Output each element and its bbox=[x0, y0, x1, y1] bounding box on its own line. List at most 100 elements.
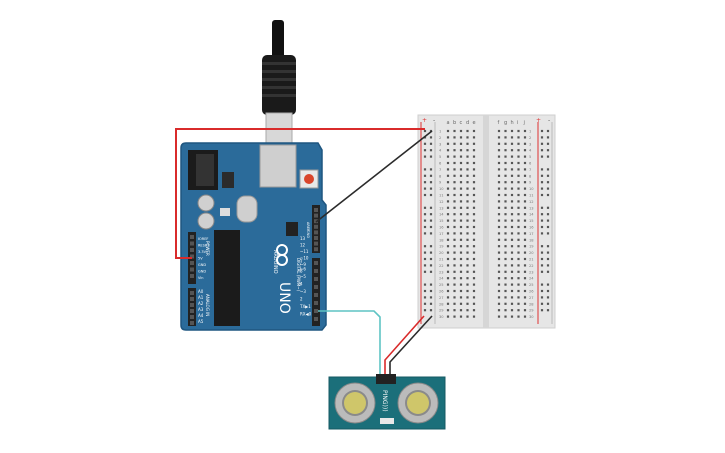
digital-header-pin[interactable] bbox=[314, 277, 318, 281]
breadboard-rail-hole[interactable] bbox=[429, 257, 433, 261]
breadboard-hole[interactable] bbox=[504, 142, 507, 145]
breadboard-hole[interactable] bbox=[510, 309, 514, 312]
breadboard-rail-hole[interactable] bbox=[546, 309, 550, 312]
digital-header-pin[interactable] bbox=[314, 317, 318, 321]
breadboard-hole[interactable] bbox=[472, 193, 476, 197]
reset-button[interactable] bbox=[304, 174, 314, 184]
digital-header-pin[interactable] bbox=[314, 241, 318, 246]
breadboard-hole[interactable] bbox=[510, 181, 514, 184]
breadboard-hole[interactable] bbox=[497, 136, 501, 139]
breadboard-hole[interactable] bbox=[510, 200, 514, 203]
breadboard-rail-hole[interactable] bbox=[429, 245, 433, 248]
breadboard-rail-hole[interactable] bbox=[429, 289, 433, 293]
breadboard-hole[interactable] bbox=[459, 149, 463, 152]
breadboard-rail-hole[interactable] bbox=[429, 193, 433, 197]
breadboard-rail-hole[interactable] bbox=[423, 187, 427, 190]
breadboard-rail-hole[interactable] bbox=[423, 270, 427, 273]
breadboard-hole[interactable] bbox=[459, 168, 463, 171]
breadboard-hole[interactable] bbox=[453, 232, 456, 235]
breadboard-hole[interactable] bbox=[472, 174, 476, 177]
breadboard-hole[interactable] bbox=[523, 213, 527, 216]
breadboard-hole[interactable] bbox=[459, 257, 463, 261]
breadboard-rail-hole[interactable] bbox=[423, 245, 427, 248]
breadboard-hole[interactable] bbox=[446, 264, 450, 267]
breadboard-hole[interactable] bbox=[523, 200, 527, 203]
digital-header-pin[interactable] bbox=[314, 309, 318, 313]
breadboard-hole[interactable] bbox=[466, 277, 469, 280]
wire-gnd-to-rail[interactable] bbox=[315, 130, 433, 223]
breadboard-hole[interactable] bbox=[497, 283, 501, 286]
breadboard-hole[interactable] bbox=[453, 302, 456, 305]
breadboard-hole[interactable] bbox=[459, 200, 463, 203]
breadboard-hole[interactable] bbox=[504, 200, 507, 203]
breadboard-hole[interactable] bbox=[466, 129, 469, 133]
digital-header-pin[interactable] bbox=[314, 208, 318, 212]
breadboard-hole[interactable] bbox=[510, 129, 514, 133]
power-header-pin[interactable] bbox=[190, 241, 194, 246]
breadboard-hole[interactable] bbox=[504, 270, 507, 273]
breadboard-hole[interactable] bbox=[453, 283, 456, 286]
breadboard-hole[interactable] bbox=[446, 161, 450, 165]
breadboard-rail-hole[interactable] bbox=[540, 225, 544, 229]
breadboard-hole[interactable] bbox=[453, 181, 456, 184]
breadboard-hole[interactable] bbox=[497, 296, 501, 299]
breadboard-hole[interactable] bbox=[446, 129, 450, 133]
breadboard-hole[interactable] bbox=[459, 302, 463, 305]
breadboard-rail-hole[interactable] bbox=[546, 296, 550, 299]
analog-header-pin[interactable] bbox=[190, 297, 194, 301]
breadboard-hole[interactable] bbox=[517, 257, 520, 261]
breadboard-hole[interactable] bbox=[497, 238, 501, 241]
breadboard-rail-hole[interactable] bbox=[540, 174, 544, 177]
breadboard-hole[interactable] bbox=[510, 238, 514, 241]
breadboard-hole[interactable] bbox=[497, 302, 501, 305]
breadboard-rail-hole[interactable] bbox=[540, 257, 544, 261]
breadboard-hole[interactable] bbox=[453, 270, 456, 273]
breadboard-hole[interactable] bbox=[459, 129, 463, 133]
breadboard-hole[interactable] bbox=[497, 264, 501, 267]
breadboard-hole[interactable] bbox=[517, 219, 520, 222]
analog-header-pin[interactable] bbox=[190, 291, 194, 295]
breadboard-hole[interactable] bbox=[459, 238, 463, 241]
breadboard-hole[interactable] bbox=[504, 264, 507, 267]
breadboard-hole[interactable] bbox=[497, 315, 501, 318]
breadboard-hole[interactable] bbox=[504, 129, 507, 133]
breadboard-hole[interactable] bbox=[523, 257, 527, 261]
breadboard-rail-hole[interactable] bbox=[540, 251, 544, 254]
breadboard-hole[interactable] bbox=[504, 174, 507, 177]
breadboard-hole[interactable] bbox=[453, 161, 456, 165]
breadboard-hole[interactable] bbox=[472, 149, 476, 152]
breadboard-hole[interactable] bbox=[523, 238, 527, 241]
breadboard-rail-hole[interactable] bbox=[423, 149, 427, 152]
breadboard-hole[interactable] bbox=[453, 155, 456, 158]
breadboard-hole[interactable] bbox=[523, 193, 527, 197]
breadboard-rail-hole[interactable] bbox=[423, 283, 427, 286]
breadboard-hole[interactable] bbox=[466, 187, 469, 190]
breadboard-rail-hole[interactable] bbox=[423, 302, 427, 305]
breadboard-rail-hole[interactable] bbox=[423, 142, 427, 145]
breadboard-hole[interactable] bbox=[523, 161, 527, 165]
breadboard-hole[interactable] bbox=[497, 232, 501, 235]
breadboard-rail-hole[interactable] bbox=[423, 264, 427, 267]
breadboard-rail-hole[interactable] bbox=[546, 219, 550, 222]
breadboard-hole[interactable] bbox=[472, 225, 476, 229]
breadboard-hole[interactable] bbox=[459, 264, 463, 267]
breadboard-rail-hole[interactable] bbox=[423, 213, 427, 216]
breadboard-hole[interactable] bbox=[446, 289, 450, 293]
breadboard-rail-hole[interactable] bbox=[546, 283, 550, 286]
breadboard-hole[interactable] bbox=[504, 161, 507, 165]
breadboard-rail-hole[interactable] bbox=[423, 309, 427, 312]
breadboard-hole[interactable] bbox=[504, 155, 507, 158]
breadboard-rail-hole[interactable] bbox=[423, 219, 427, 222]
breadboard-hole[interactable] bbox=[497, 149, 501, 152]
breadboard-hole[interactable] bbox=[517, 251, 520, 254]
breadboard-hole[interactable] bbox=[504, 309, 507, 312]
breadboard-hole[interactable] bbox=[459, 232, 463, 235]
breadboard-hole[interactable] bbox=[523, 232, 527, 235]
breadboard-rail-hole[interactable] bbox=[546, 168, 550, 171]
breadboard-rail-hole[interactable] bbox=[546, 232, 550, 235]
breadboard-hole[interactable] bbox=[504, 136, 507, 139]
breadboard-hole[interactable] bbox=[510, 193, 514, 197]
breadboard-hole[interactable] bbox=[517, 206, 520, 209]
breadboard-rail-hole[interactable] bbox=[540, 289, 544, 293]
breadboard-hole[interactable] bbox=[517, 289, 520, 293]
